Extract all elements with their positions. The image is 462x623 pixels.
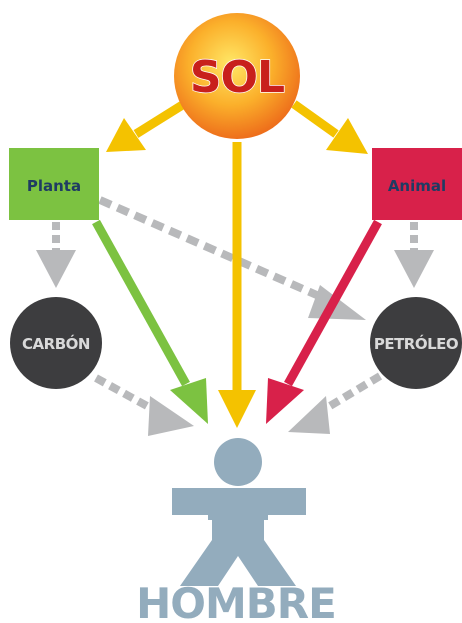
arrow-planta-to-hombre bbox=[92, 219, 190, 387]
arrow-carbon-to-hombre bbox=[94, 374, 160, 416]
arrowhead-carbon bbox=[36, 250, 76, 288]
arrowhead-petroleo-hombre bbox=[288, 396, 330, 434]
node-sol: SOL bbox=[174, 13, 300, 139]
node-petroleo: PETRÓLEO bbox=[370, 297, 462, 389]
arrow-sol-to-animal bbox=[291, 100, 339, 138]
arrowhead-animal-hombre bbox=[266, 378, 304, 424]
arrowhead-carbon-hombre bbox=[148, 396, 194, 436]
animal-label: Animal bbox=[388, 177, 446, 195]
sol-label: SOL bbox=[190, 52, 284, 103]
carbon-label: CARBÓN bbox=[22, 334, 90, 353]
node-animal: Animal bbox=[372, 148, 462, 220]
hombre-figure-icon bbox=[172, 438, 306, 586]
arrowhead-sol-hombre bbox=[218, 390, 256, 428]
arrowhead-planta bbox=[106, 118, 146, 152]
solid-arrows bbox=[92, 100, 382, 428]
arrowhead-petroleo bbox=[394, 250, 434, 288]
arrowhead-planta-hombre bbox=[170, 378, 208, 424]
arrow-petroleo-to-hombre bbox=[317, 372, 383, 416]
hombre-label: HOMBRE bbox=[136, 579, 336, 623]
petroleo-label: PETRÓLEO bbox=[374, 334, 458, 353]
arrow-sol-to-planta bbox=[133, 100, 187, 138]
arrow-planta-to-petroleo bbox=[98, 196, 330, 304]
node-planta: Planta bbox=[9, 148, 99, 220]
arrow-animal-to-hombre bbox=[284, 219, 382, 387]
node-carbon: CARBÓN bbox=[10, 297, 102, 389]
arrowhead-animal bbox=[326, 118, 368, 154]
planta-label: Planta bbox=[27, 177, 81, 195]
